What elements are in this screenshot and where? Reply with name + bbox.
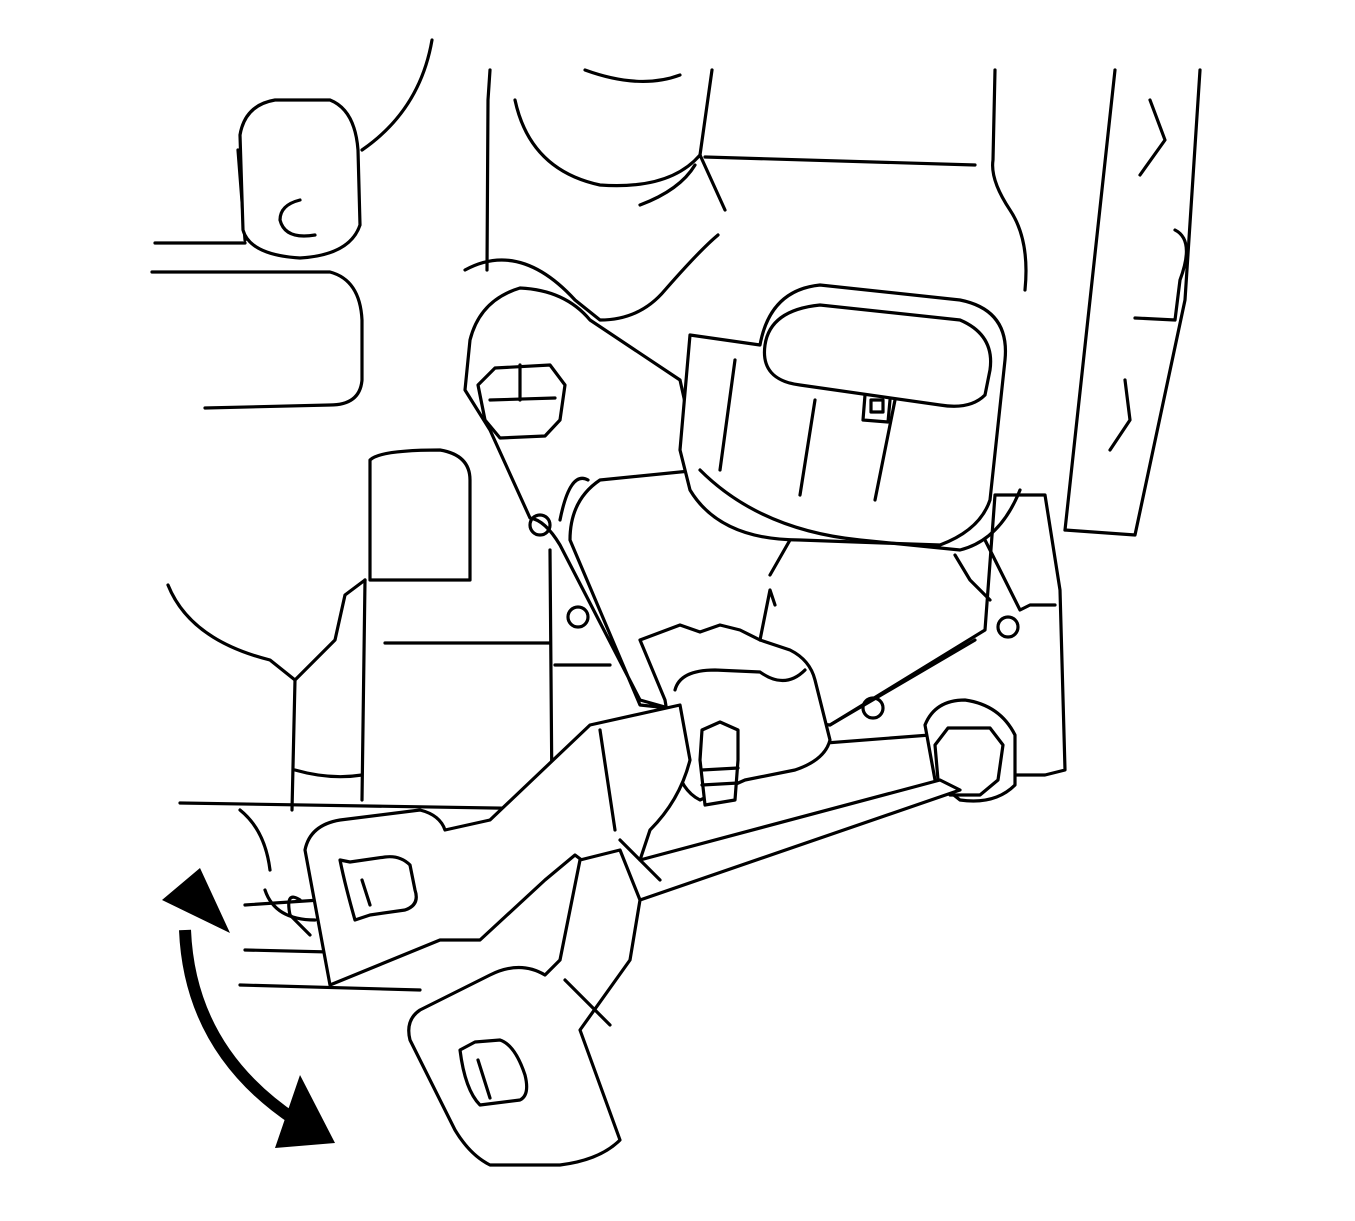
- electrical-connector: [678, 283, 1022, 602]
- mounting-bolt-lower: [923, 698, 1017, 803]
- shift-lever: [263, 703, 962, 1167]
- rotation-double-arrow-icon: [162, 868, 335, 1148]
- transmission-housing: [150, 38, 1028, 992]
- mounting-bolt-upper: [476, 363, 567, 440]
- sensor-bracket: [463, 286, 1067, 777]
- support-beam: [1063, 68, 1202, 537]
- plug-cap: [238, 98, 362, 260]
